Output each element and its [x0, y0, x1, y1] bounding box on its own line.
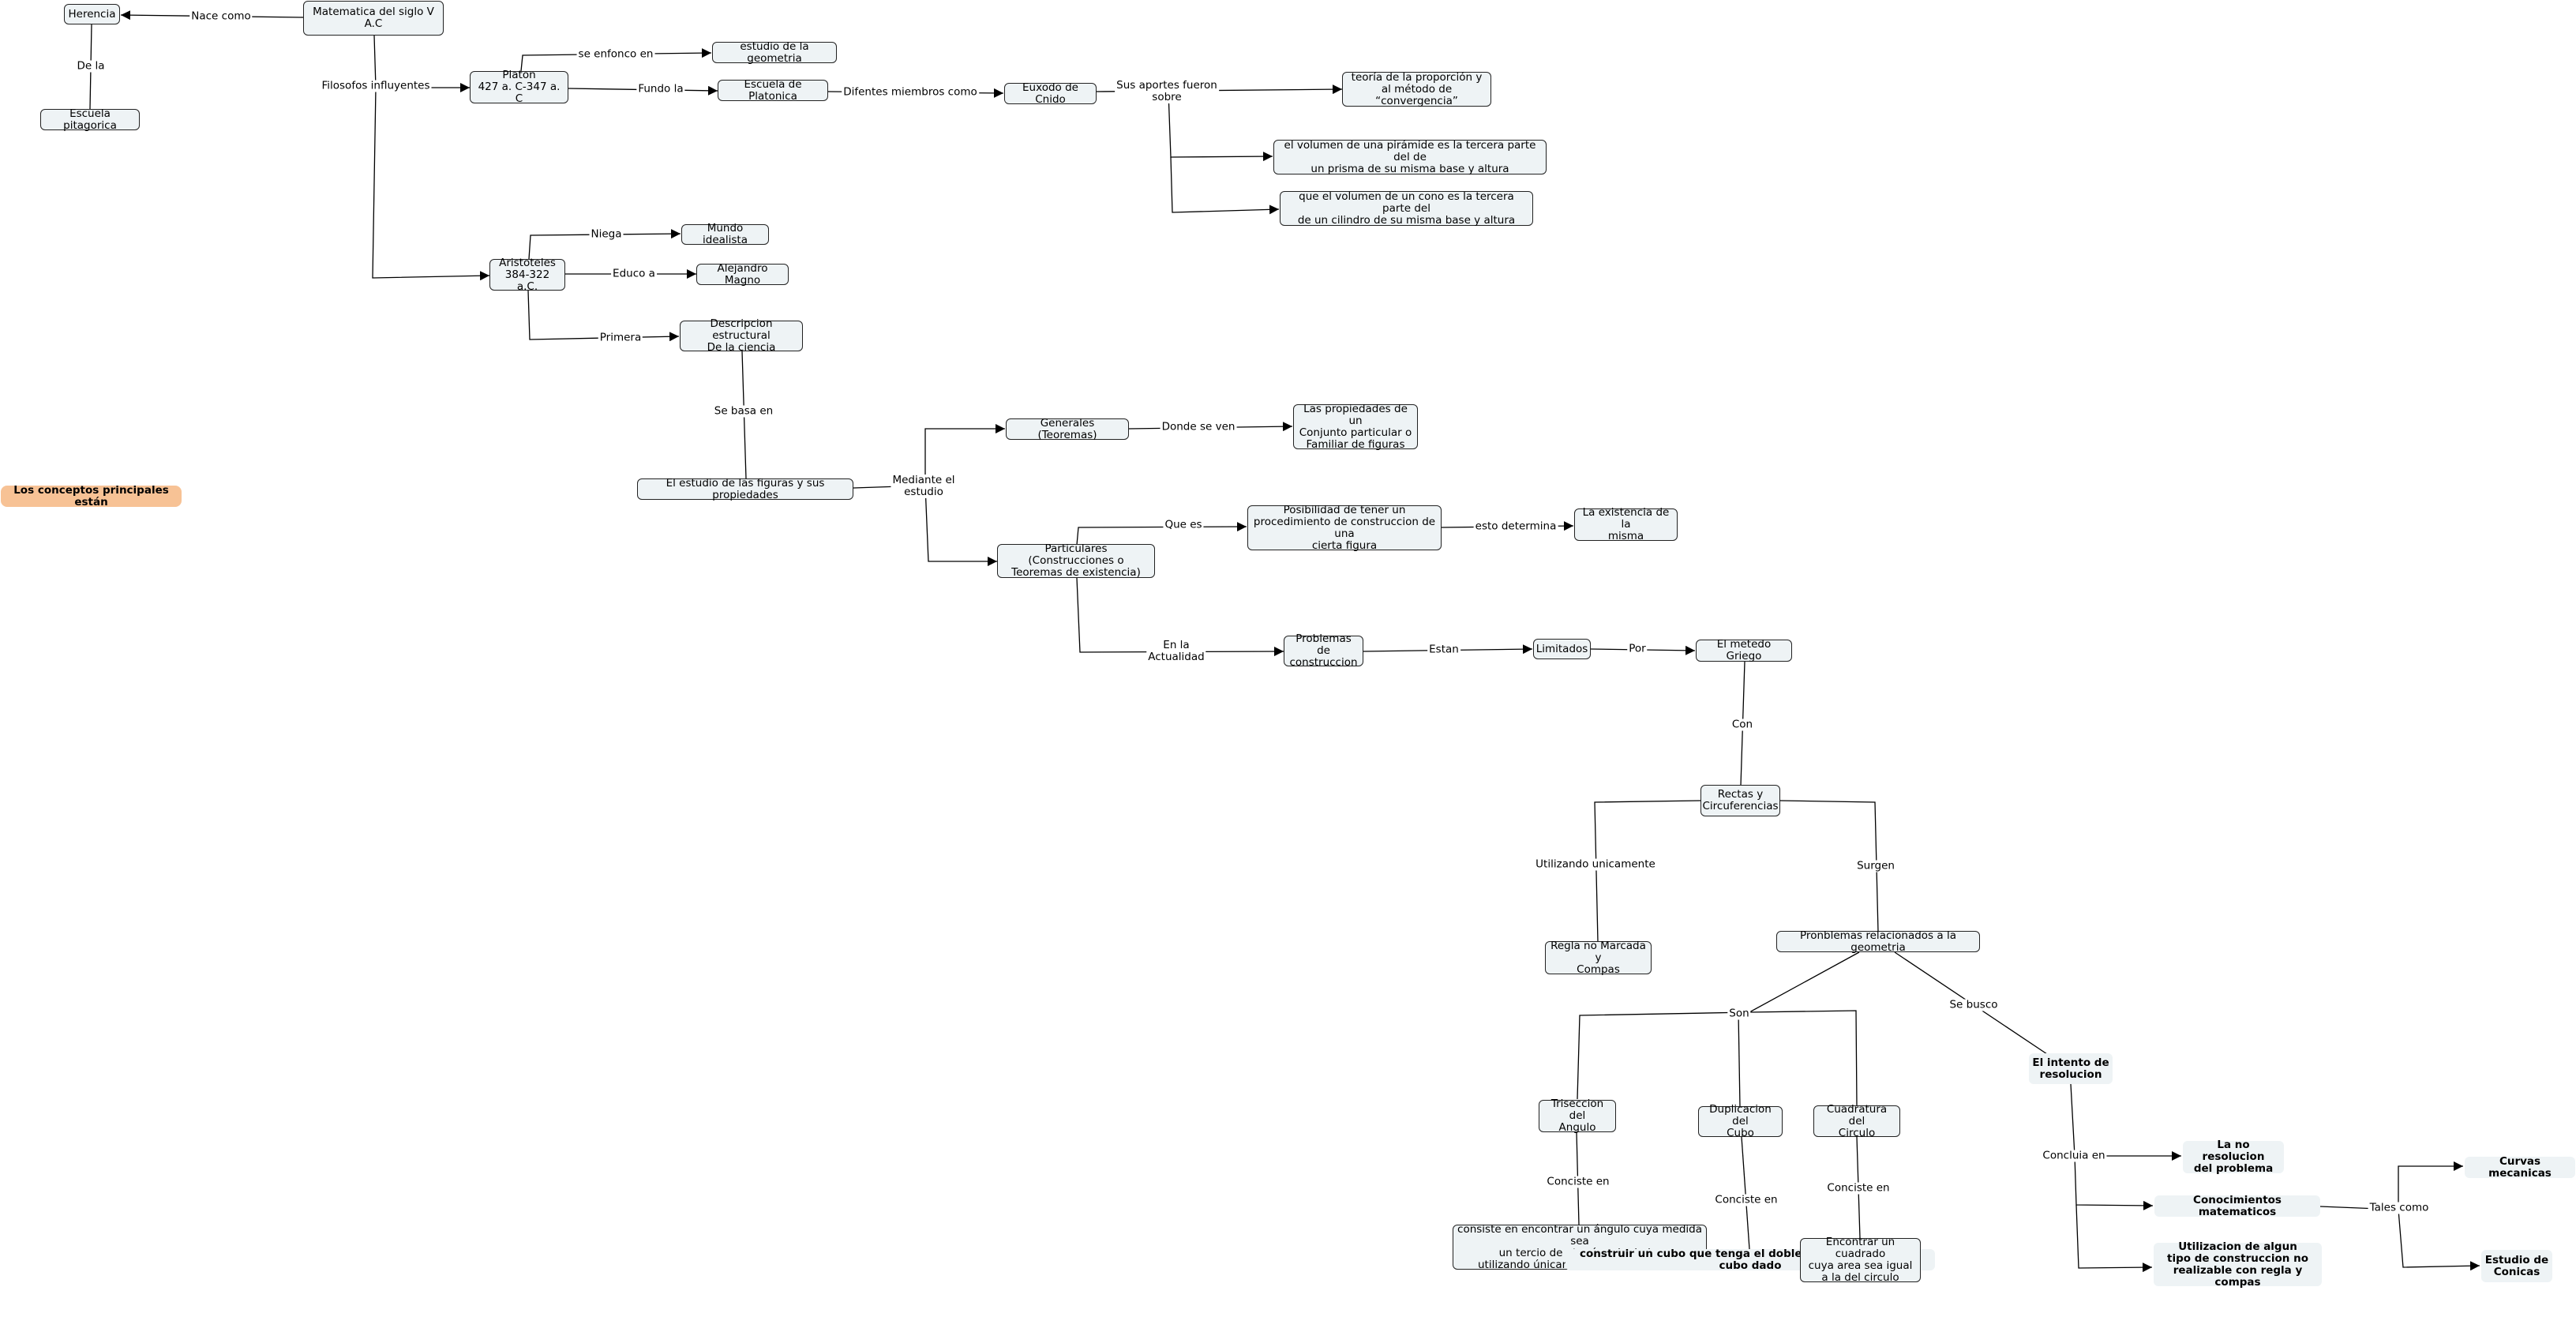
node-metodo-griego[interactable]: El metedo Griego: [1696, 639, 1792, 662]
node-descripcion-estructural[interactable]: Descripcion estructural De la ciencia: [680, 318, 803, 354]
node-euxodo-cnido[interactable]: Euxodo de Cnido: [1004, 81, 1097, 105]
label-se-basa-en: Se basa en: [712, 404, 775, 418]
edge-surgen: [1779, 800, 1879, 932]
node-triseccion-angulo[interactable]: Triseccion del Angulo: [1539, 1098, 1616, 1134]
node-aristoteles[interactable]: Aristoteles 384-322 a.C.: [489, 257, 565, 292]
label-esto-determina: esto determina: [1473, 520, 1558, 533]
node-matematica-siglo-v[interactable]: Matematica del siglo V A.C: [303, 1, 444, 36]
edge-son-right: [1749, 1010, 1858, 1106]
label-diferentes-miembros: Difentes miembros como: [842, 85, 979, 99]
label-nace-como: Nace como: [189, 9, 253, 23]
label-consiste-en-circulo: Conciste en: [1825, 1181, 1892, 1195]
edge-tales-conicas: [2398, 1209, 2480, 1271]
node-teoria-proporcion[interactable]: teoría de la proporción y al método de “…: [1342, 71, 1491, 107]
edge-utilizando: [1594, 800, 1701, 943]
node-existencia-misma[interactable]: La existencia de la misma: [1574, 507, 1678, 542]
label-con: Con: [1730, 718, 1755, 731]
edge-son-mid: [1738, 1011, 1741, 1108]
node-alejandro-magno[interactable]: Alejandro Magno: [696, 262, 789, 286]
label-consiste-en-cubo: Conciste en: [1713, 1193, 1779, 1206]
edge-mediante-generales: [924, 424, 1005, 486]
label-donde-se-ven: Donde se ven: [1160, 420, 1237, 433]
edge-concluia-conocimientos: [2074, 1155, 2154, 1210]
edge-tales-curvas: [2319, 1161, 2463, 1210]
edge-concluia-no-resolucion: [2070, 1083, 2181, 1161]
node-estudio-conicas[interactable]: Estudio de Conicas: [2481, 1250, 2552, 1282]
label-filosofos-influyentes: Filosofos influyentes: [320, 79, 432, 92]
node-cuadratura-circulo[interactable]: Cuadratura del Circulo: [1813, 1103, 1900, 1139]
label-en-la-actualidad: En la Actualidad: [1146, 639, 1206, 663]
label-tales-como: Tales como: [2368, 1201, 2431, 1214]
node-propiedades-conjunto[interactable]: Las propiedades de un Conjunto particula…: [1293, 403, 1418, 450]
label-primera: Primera: [598, 331, 643, 344]
label-que-es: Que es: [1163, 518, 1204, 531]
node-herencia[interactable]: Herencia: [64, 4, 120, 24]
node-platon[interactable]: Platon 427 a. C-347 a. C: [470, 69, 568, 105]
label-surgen: Surgen: [1855, 859, 1896, 872]
node-rectas-circunferencias[interactable]: Rectas y Circuferencias: [1700, 785, 1780, 816]
edge-mediante-particulares: [924, 485, 997, 566]
node-generales-teoremas[interactable]: Generales (Teoremas): [1006, 417, 1129, 441]
label-educo-a: Educo a: [611, 267, 657, 280]
node-posibilidad-procedimiento[interactable]: Posibilidad de tener un procedimiento de…: [1247, 504, 1442, 551]
node-limitados[interactable]: Limitados: [1533, 639, 1591, 659]
label-concluia-en: Concluia en: [2041, 1149, 2107, 1162]
label-por: Por: [1627, 642, 1648, 655]
node-volumen-cono[interactable]: que el volumen de un cono es la tercera …: [1280, 190, 1533, 226]
label-son: Son: [1727, 1007, 1751, 1020]
label-niega: Niega: [589, 227, 624, 241]
node-escuela-platonica[interactable]: Escuela de Platonica: [718, 78, 828, 102]
label-consiste-en-angulo: Conciste en: [1545, 1175, 1611, 1188]
node-conceptos-principales[interactable]: Los conceptos principales están: [1, 484, 182, 508]
label-sus-aportes: Sus aportes fueron sobre: [1115, 79, 1219, 103]
node-estudio-figuras[interactable]: El estudio de las figuras y sus propieda…: [637, 477, 853, 501]
node-no-resolucion[interactable]: La no resolucion del problema: [2183, 1139, 2284, 1175]
node-intento-resolucion[interactable]: El intento de resolucion: [2029, 1053, 2113, 1084]
node-escuela-pitagorica[interactable]: Escuela pitagorica: [40, 107, 140, 131]
node-conocimientos-matematicos[interactable]: Conocimientos matematicos: [2154, 1194, 2320, 1218]
label-se-busco: Se busco: [1948, 998, 2000, 1011]
node-encontrar-cuadrado[interactable]: Encontrar un cuadrado cuya area sea igua…: [1800, 1236, 1921, 1284]
edge-aportes-cono: [1170, 156, 1280, 215]
node-estudio-geometria[interactable]: estudio de la geometria: [712, 40, 837, 64]
label-fundo-la: Fundo la: [636, 82, 685, 96]
edge-actualidad: [1076, 577, 1284, 657]
label-mediante-estudio: Mediante el estudio: [891, 474, 957, 498]
node-particulares[interactable]: Particulares (Construcciones o Teoremas …: [997, 543, 1155, 579]
node-volumen-piramide[interactable]: el volumen de una pirámide es la tercera…: [1273, 139, 1547, 174]
node-curvas-mecanicas[interactable]: Curvas mecanicas: [2465, 1155, 2575, 1179]
label-de-la: De la: [75, 59, 107, 73]
label-utilizando-unicamente: Utilizando unicamente: [1534, 857, 1657, 871]
node-duplicacion-cubo[interactable]: Duplicacion del Cubo: [1698, 1104, 1783, 1139]
edge-concluia-utilizacion: [2075, 1204, 2153, 1273]
node-utilizacion-construccion[interactable]: Utilizacion de algun tipo de construccio…: [2154, 1240, 2322, 1288]
node-mundo-idealista[interactable]: Mundo idealista: [681, 223, 769, 246]
edge-consiste-cubo: [1741, 1136, 1750, 1250]
node-problemas-geometria[interactable]: Pronblemas relacionados a la geometria: [1776, 929, 1980, 953]
edge-son-left: [1577, 951, 1860, 1100]
edge-niega: [528, 229, 681, 260]
node-problemas-construccion[interactable]: Problemas de construccion: [1284, 633, 1363, 669]
label-se-enfoco: se enfonco en: [576, 47, 655, 61]
edge-filosofos-aristoteles: [372, 87, 490, 281]
node-regla-compas[interactable]: Regla no Marcada y Compas: [1545, 940, 1652, 975]
label-estan: Estan: [1427, 643, 1460, 656]
